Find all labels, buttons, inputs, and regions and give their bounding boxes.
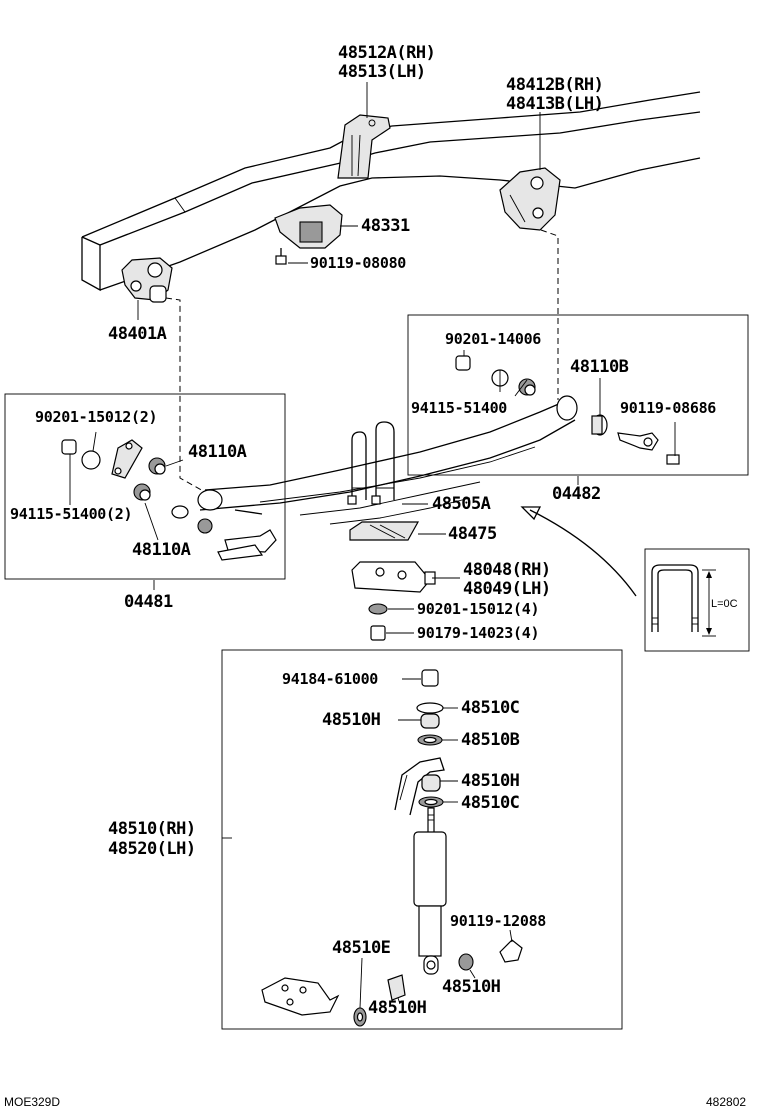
shock-absorber-box	[221, 649, 623, 1030]
u-bolt-detail-box	[644, 548, 750, 652]
label-48412b-rh: 48412B(RH)	[506, 75, 604, 95]
label-94115-51400-2: 94115-51400(2)	[10, 505, 133, 523]
kit-box-04482	[407, 314, 749, 476]
label-48510e: 48510E	[332, 938, 391, 958]
kit-box-04481	[4, 393, 286, 580]
label-90201-14006: 90201-14006	[445, 330, 542, 348]
label-48475: 48475	[448, 524, 497, 544]
u-bolts	[347, 421, 395, 505]
label-48505a: 48505A	[432, 494, 491, 514]
bump-stopper-bracket	[274, 204, 343, 249]
label-48331: 48331	[361, 216, 410, 236]
label-90119-08080: 90119-08080	[310, 254, 407, 272]
spring-shackle-bracket	[121, 257, 173, 303]
label-90201-15012-2: 90201-15012(2)	[35, 408, 158, 426]
label-48510h-middle: 48510H	[461, 771, 520, 791]
label-48512a-rh: 48512A(RH)	[338, 43, 436, 63]
rear-spring-hanger-bracket	[337, 114, 391, 179]
label-48049-lh: 48049(LH)	[463, 579, 551, 599]
rear-pin-kit-parts	[61, 439, 277, 561]
label-04481: 04481	[124, 592, 173, 612]
spring-seat-pad	[349, 521, 420, 541]
label-04482: 04482	[552, 484, 601, 504]
label-48510h-upper: 48510H	[322, 710, 381, 730]
label-90179-14023-4: 90179-14023(4)	[417, 624, 540, 642]
u-bolt-detail	[651, 564, 716, 637]
label-48413b-lh: 48413B(LH)	[506, 94, 604, 114]
label-48510c-lower: 48510C	[461, 793, 520, 813]
label-48513-lh: 48513(LH)	[338, 62, 426, 82]
label-94184-61000: 94184-61000	[282, 670, 379, 688]
front-spring-hanger	[499, 167, 561, 231]
label-48110b: 48110B	[570, 357, 629, 377]
label-48110a-lower: 48110A	[132, 540, 191, 560]
bolt-90119-08080	[275, 248, 287, 265]
footer-catalog-code: 482802	[706, 1095, 747, 1109]
label-48510h-right: 48510H	[442, 977, 501, 997]
label-48520-lh: 48520(LH)	[108, 839, 196, 859]
leader-lines	[69, 82, 676, 1009]
front-pin-kit-parts	[455, 355, 680, 465]
label-48510h-bottom: 48510H	[368, 998, 427, 1018]
label-90119-08686: 90119-08686	[620, 399, 717, 417]
label-u-bolt-length: L=0C	[711, 598, 738, 610]
leaf-spring	[197, 395, 578, 525]
label-90201-15012-4: 90201-15012(4)	[417, 600, 540, 618]
nuts-and-washers	[368, 603, 388, 641]
alignment-lines	[165, 229, 559, 493]
label-48048-rh: 48048(RH)	[463, 560, 551, 580]
footer-drawing-code: MOE329D	[4, 1095, 61, 1109]
label-48110a-upper: 48110A	[188, 442, 247, 462]
spring-bumper-seat	[351, 561, 436, 593]
label-48401a: 48401A	[108, 324, 167, 344]
label-48510c-upper: 48510C	[461, 698, 520, 718]
label-48510-rh: 48510(RH)	[108, 819, 196, 839]
label-48510b: 48510B	[461, 730, 520, 750]
label-94115-51400-right: 94115-51400	[411, 399, 508, 417]
label-90119-12088: 90119-12088	[450, 912, 547, 930]
detail-arrow	[529, 509, 637, 597]
shock-absorber-parts	[261, 669, 523, 1027]
